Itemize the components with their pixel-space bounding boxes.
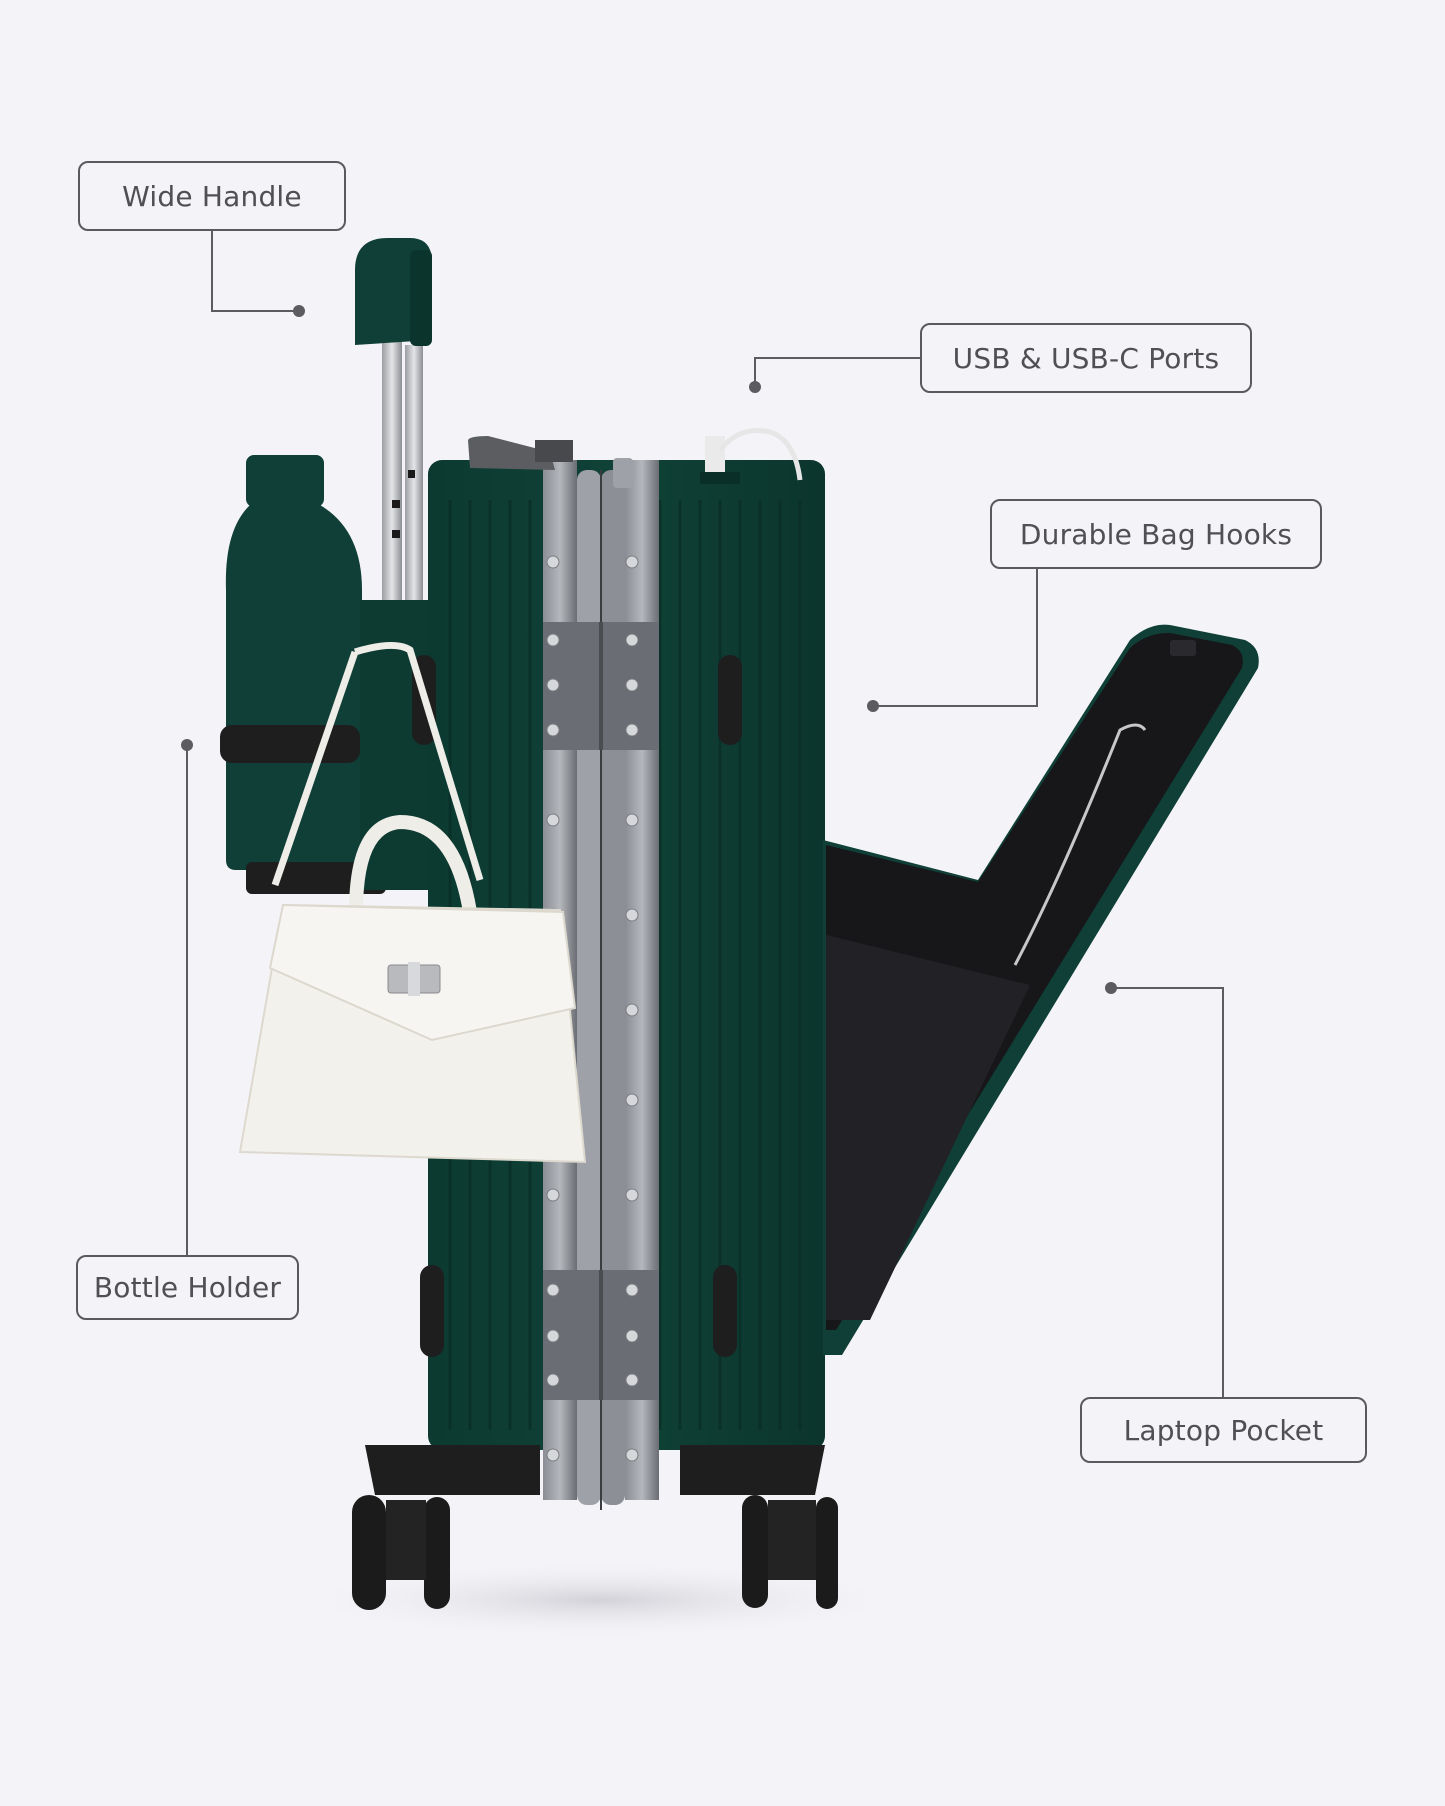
anchor-dot-bottle-holder bbox=[181, 739, 193, 751]
callout-usb-ports: USB & USB-C Ports bbox=[920, 323, 1252, 393]
callout-label: Bottle Holder bbox=[93, 1271, 282, 1304]
callout-label: Wide Handle bbox=[122, 179, 302, 213]
handbag bbox=[238, 642, 587, 1164]
aluminium-frame bbox=[543, 460, 659, 1510]
anchor-dot-wide-handle bbox=[293, 305, 305, 317]
callout-bag-hooks: Durable Bag Hooks bbox=[990, 499, 1322, 569]
leader-line-bag-hooks bbox=[1036, 569, 1038, 706]
anchor-dot-bag-hooks bbox=[867, 700, 879, 712]
spinner-wheels bbox=[352, 1495, 838, 1610]
leader-line-usb-ports bbox=[754, 357, 920, 359]
callout-label: Laptop Pocket bbox=[1123, 1413, 1324, 1447]
callout-laptop-pocket: Laptop Pocket bbox=[1080, 1397, 1367, 1463]
leader-line-bag-hooks bbox=[873, 705, 1038, 707]
leader-line-laptop-pocket bbox=[1111, 987, 1224, 989]
anchor-dot-usb-ports bbox=[749, 381, 761, 393]
callout-bottle-holder: Bottle Holder bbox=[76, 1255, 299, 1320]
callout-label: USB & USB-C Ports bbox=[952, 341, 1220, 375]
usb-ports bbox=[700, 428, 803, 484]
leader-line-wide-handle bbox=[211, 231, 213, 312]
laptop-pocket-lid bbox=[823, 624, 1259, 1355]
callout-wide-handle: Wide Handle bbox=[78, 161, 346, 231]
leader-line-laptop-pocket bbox=[1222, 987, 1224, 1397]
leader-line-bottle-holder bbox=[186, 745, 188, 1255]
callout-label: Durable Bag Hooks bbox=[1019, 517, 1293, 551]
leader-line-wide-handle bbox=[211, 310, 299, 312]
trolley-handle bbox=[355, 238, 432, 610]
leader-line-usb-ports bbox=[754, 357, 756, 387]
anchor-dot-laptop-pocket bbox=[1105, 982, 1117, 994]
